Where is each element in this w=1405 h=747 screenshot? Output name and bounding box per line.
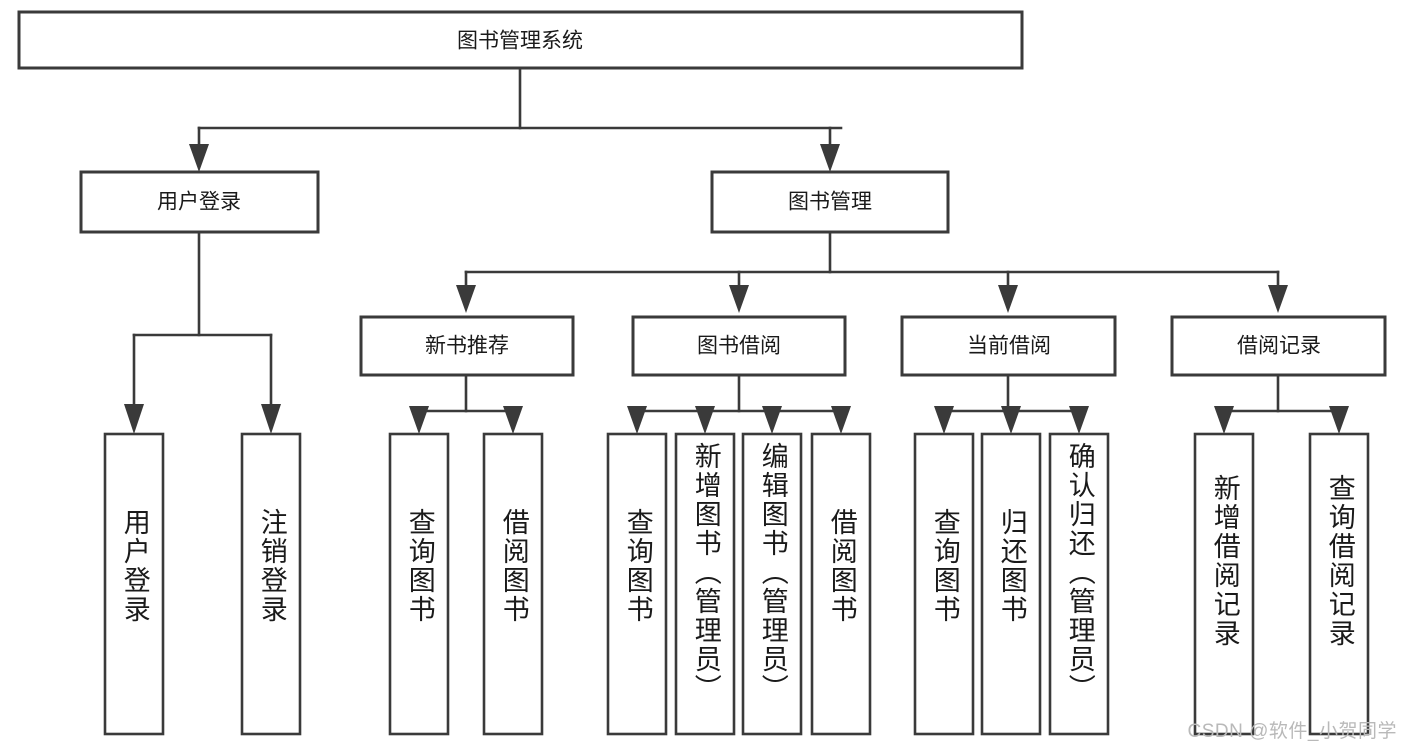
arrow-to-borrow-record: [1268, 285, 1288, 313]
node-book-borrow[interactable]: 图书借阅: [631, 315, 847, 377]
arrow-to-leaf-logout: [261, 404, 281, 434]
leaf-box-cb-query-book[interactable]: [913, 432, 975, 736]
leaf-box-cb-confirm-return[interactable]: [1048, 432, 1110, 736]
node-current-borrow-label: 当前借阅: [967, 335, 1051, 358]
arrow-to-book-manage: [820, 144, 840, 172]
connector-root-to-bus: [197, 66, 843, 154]
connector-book-borrow-to-leaves: [635, 375, 843, 420]
connector-new-book-to-leaves: [417, 375, 515, 420]
arrow-to-leaf-cb-3: [1069, 406, 1089, 434]
node-user-login[interactable]: 用户登录: [79, 170, 320, 234]
arrow-to-leaf-br-2: [1329, 406, 1349, 434]
node-current-borrow[interactable]: 当前借阅: [900, 315, 1117, 377]
arrow-to-leaf-bb-4: [831, 406, 851, 434]
arrow-to-leaf-user-login: [124, 404, 144, 434]
arrow-to-book-borrow: [729, 285, 749, 313]
arrow-to-leaf-bb-2: [695, 406, 715, 434]
leaf-box-bb-query-book[interactable]: [606, 432, 668, 736]
watermark-text: CSDN @软件_小贺同学: [1187, 721, 1397, 742]
connector-user-login-to-bus: [132, 230, 273, 410]
node-book-manage-label: 图书管理: [788, 191, 872, 214]
arrow-to-leaf-br-1: [1214, 406, 1234, 434]
arrow-to-current-borrow: [998, 285, 1018, 313]
leaf-box-nb-query-book[interactable]: [388, 432, 450, 736]
connector-book-manage-to-bus: [464, 230, 1280, 294]
node-borrow-record-label: 借阅记录: [1237, 335, 1321, 358]
node-new-book-recommend-label: 新书推荐: [425, 335, 509, 358]
leaf-box-logout[interactable]: [240, 432, 302, 736]
leaf-box-br-query-record[interactable]: [1308, 432, 1370, 736]
arrow-to-leaf-bb-1: [627, 406, 647, 434]
arrow-to-leaf-bb-3: [762, 406, 782, 434]
connector-borrow-record-to-leaves: [1222, 375, 1341, 420]
leaf-box-bb-edit-book[interactable]: [741, 432, 803, 736]
leaf-box-nb-borrow-book[interactable]: [482, 432, 544, 736]
node-borrow-record[interactable]: 借阅记录: [1170, 315, 1387, 377]
leaf-box-bb-borrow-book[interactable]: [810, 432, 872, 736]
arrow-to-user-login: [189, 144, 209, 172]
leaf-box-user-login[interactable]: [103, 432, 165, 736]
node-book-manage[interactable]: 图书管理: [710, 170, 950, 234]
node-book-borrow-label: 图书借阅: [697, 335, 781, 358]
arrow-to-leaf-cb-1: [934, 406, 954, 434]
arrow-to-leaf-cb-2: [1001, 406, 1021, 434]
node-root-label: 图书管理系统: [457, 30, 583, 53]
leaf-box-bb-add-book[interactable]: [674, 432, 736, 736]
node-new-book-recommend[interactable]: 新书推荐: [359, 315, 575, 377]
arrow-to-new-book: [456, 285, 476, 313]
node-user-login-label: 用户登录: [157, 191, 241, 214]
node-root[interactable]: 图书管理系统: [17, 10, 1024, 70]
arrow-to-leaf-nb-1: [409, 406, 429, 434]
leaf-box-cb-return-book[interactable]: [980, 432, 1042, 736]
leaf-box-br-add-record[interactable]: [1193, 432, 1255, 736]
arrow-to-leaf-nb-2: [503, 406, 523, 434]
